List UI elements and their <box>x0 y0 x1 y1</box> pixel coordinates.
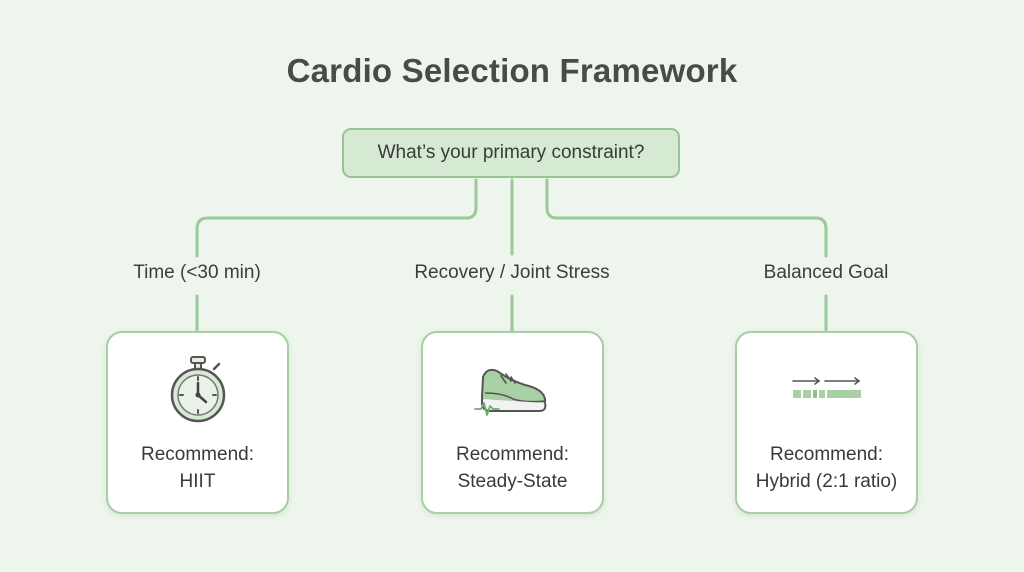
recommendation-card-steady-state: Recommend: Steady-State <box>421 331 604 514</box>
recommendation-value: HIIT <box>179 471 216 492</box>
recommendation-card-hybrid: Recommend: Hybrid (2:1 ratio) <box>735 331 918 514</box>
branch-label-recovery: Recovery / Joint Stress <box>414 262 610 283</box>
recommendation-card-hiit: Recommend: HIIT <box>106 331 289 514</box>
card-text-steady-state: Recommend: Steady-State <box>423 441 602 495</box>
recommendation-value: Hybrid (2:1 ratio) <box>755 471 898 492</box>
card-text-hiit: Recommend: HIIT <box>108 441 287 495</box>
root-question-box: What’s your primary constraint? <box>342 128 680 178</box>
running-shoe-icon <box>423 353 602 425</box>
interval-bars-icon <box>737 353 916 425</box>
branch-label-time: Time (<30 min) <box>133 262 261 283</box>
recommend-label: Recommend: <box>141 444 254 465</box>
recommend-label: Recommend: <box>770 444 883 465</box>
branch-label-balanced: Balanced Goal <box>763 262 889 283</box>
root-question-text: What’s your primary constraint? <box>377 142 645 163</box>
diagram-title: Cardio Selection Framework <box>286 52 738 89</box>
recommendation-value: Steady-State <box>457 471 568 492</box>
recommend-label: Recommend: <box>456 444 569 465</box>
connector-left <box>195 178 478 258</box>
card-text-hybrid: Recommend: Hybrid (2:1 ratio) <box>737 441 916 495</box>
connector-right <box>545 178 828 258</box>
stopwatch-icon <box>108 353 287 425</box>
